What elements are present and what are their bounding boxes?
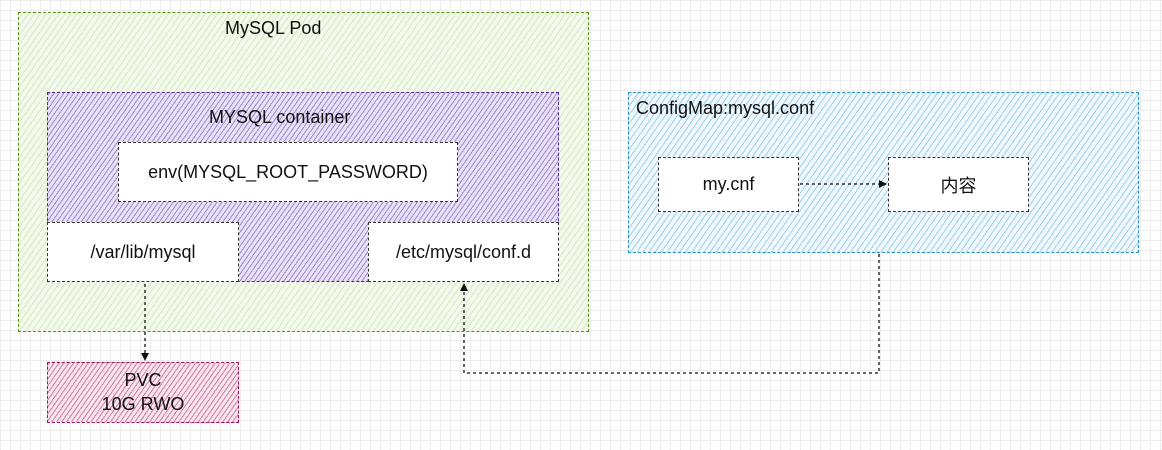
configmap-to-conf-d-arrow	[460, 254, 880, 374]
env-box: env(MYSQL_ROOT_PASSWORD)	[118, 142, 458, 202]
etc-mysql-conf-d-mount: /etc/mysql/conf.d	[368, 222, 559, 282]
pvc-box	[47, 362, 239, 423]
configmap-title: ConfigMap:mysql.conf	[636, 98, 815, 118]
my-cnf-box: my.cnf	[658, 157, 799, 212]
mysql-container-title: MYSQL container	[209, 107, 351, 127]
pvc-label-line1: PVC	[124, 370, 162, 390]
content-box: 内容	[888, 157, 1029, 212]
mysql-pod-title: MySQL Pod	[225, 18, 322, 38]
var-lib-mysql-mount: /var/lib/mysql	[47, 222, 239, 282]
pvc-label-line2: 10G RWO	[101, 394, 185, 414]
